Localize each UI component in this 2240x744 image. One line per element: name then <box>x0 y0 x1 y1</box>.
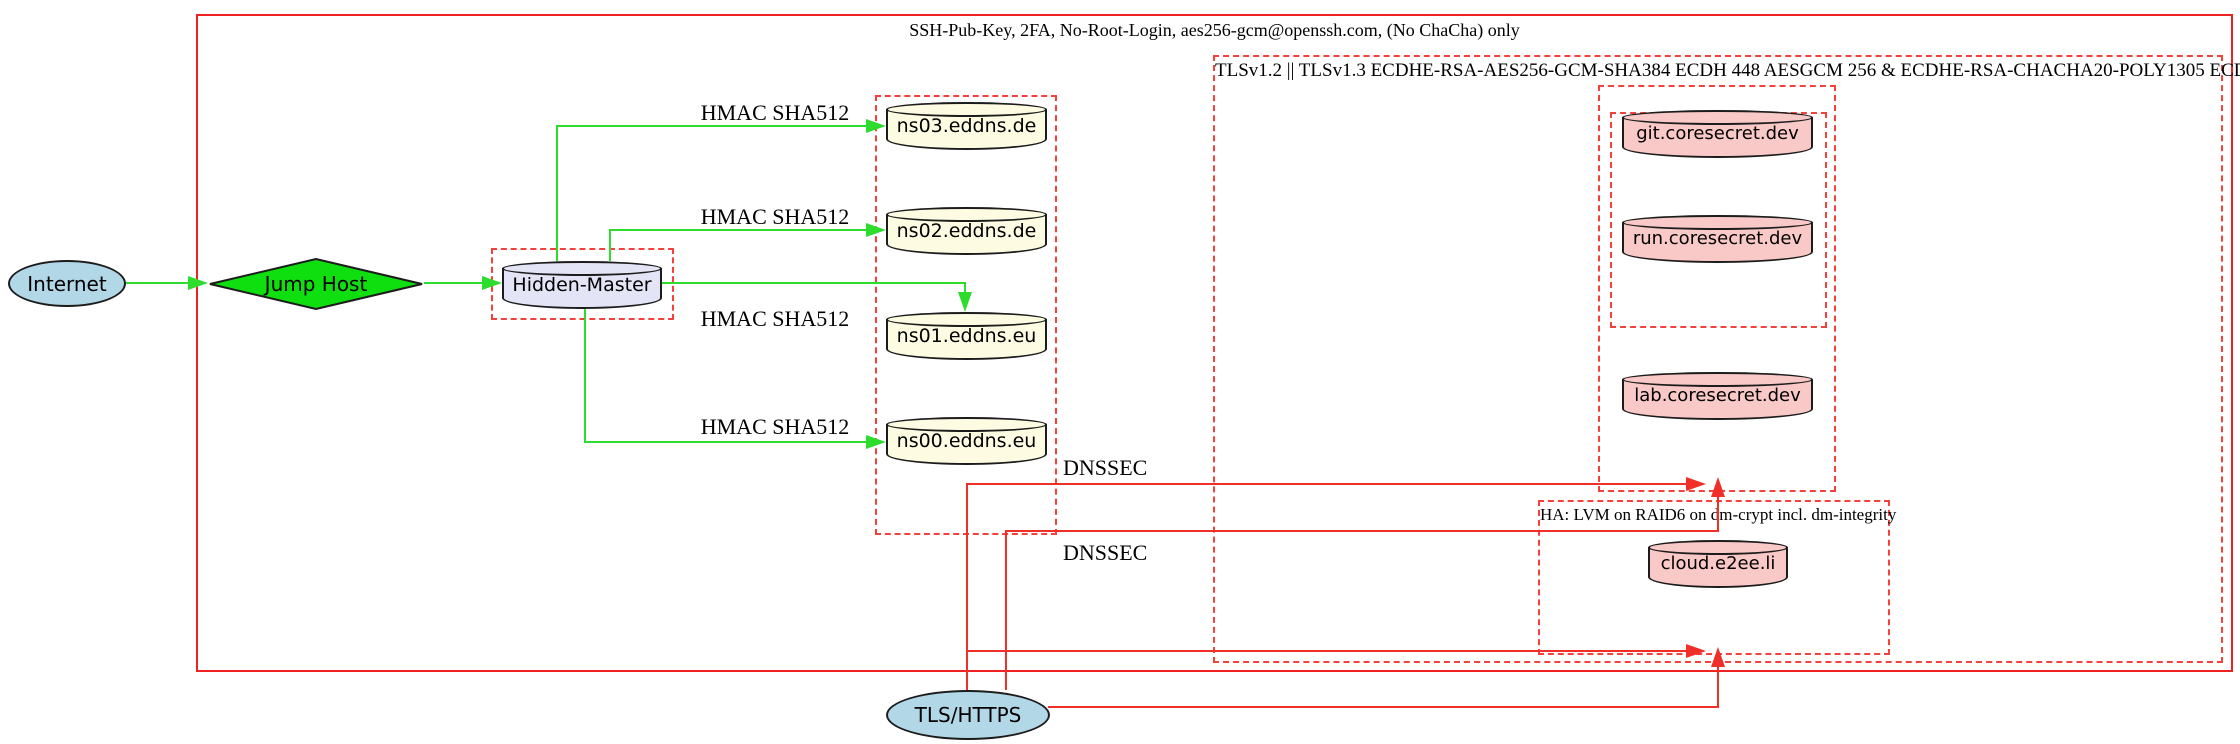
node-cloud-label: cloud.e2ee.li <box>1660 553 1776 574</box>
node-ns02: ns02.eddns.de <box>886 207 1047 255</box>
node-ns01-label: ns01.eddns.eu <box>896 325 1037 347</box>
diamond-shape <box>209 258 423 310</box>
edge-hm-ns00-v <box>584 308 586 441</box>
node-jump-host: Jump Host <box>208 258 424 310</box>
node-git: git.coresecret.dev <box>1622 110 1813 158</box>
edge-tls-web1-v <box>966 483 968 690</box>
arrowhead <box>1711 477 1725 497</box>
arrowhead <box>1686 644 1706 658</box>
hmac-label-ns00: HMAC SHA512 <box>700 414 850 439</box>
dnssec-label-2: DNSSEC <box>1063 540 1148 565</box>
edge-tls-web1-h <box>966 483 1686 485</box>
arrowhead <box>958 292 972 312</box>
edge-hm-ns01-h <box>662 282 966 284</box>
node-lab-label: lab.coresecret.dev <box>1634 385 1801 406</box>
edge-internet-jumphost <box>126 282 190 284</box>
node-hidden-master-label: Hidden-Master <box>512 274 652 296</box>
node-ns00: ns00.eddns.eu <box>886 417 1047 465</box>
tls-cluster-label: TLSv1.2 || TLSv1.3 ECDHE-RSA-AES256-GCM-… <box>1215 60 2240 81</box>
node-hidden-master: Hidden-Master <box>502 261 662 309</box>
ssh-cluster-label: SSH-Pub-Key, 2FA, No-Root-Login, aes256-… <box>909 20 1520 40</box>
arrowhead <box>1686 477 1706 491</box>
hmac-label-ns03: HMAC SHA512 <box>700 100 850 125</box>
edge-hm-ns00-h <box>584 441 866 443</box>
edge-tls-web2-v2 <box>1717 496 1719 532</box>
node-tls-https: TLS/HTTPS <box>886 690 1050 740</box>
arrowhead <box>188 276 208 290</box>
node-lab: lab.coresecret.dev <box>1622 372 1813 420</box>
ha-cluster-label: HA: LVM on RAID6 on dm-crypt incl. dm-in… <box>1540 505 1897 524</box>
arrowhead <box>866 435 886 449</box>
edge-tls-ha2-v <box>1717 666 1719 708</box>
edge-hm-ns02-h <box>609 229 866 231</box>
edge-hm-ns03-v <box>556 125 558 261</box>
node-internet: Internet <box>8 260 126 307</box>
node-jump-host-label: Jump Host <box>264 272 368 296</box>
node-internet-label: Internet <box>27 271 107 296</box>
arrowhead <box>482 276 502 290</box>
arrowhead <box>1711 647 1725 667</box>
edge-tls-web2-h <box>1005 530 1719 532</box>
node-ns02-label: ns02.eddns.de <box>896 220 1037 242</box>
arrowhead <box>866 223 886 237</box>
edge-tls-web2-v1 <box>1005 530 1007 690</box>
hmac-label-ns02: HMAC SHA512 <box>700 204 850 229</box>
edge-tls-ha1-h <box>966 650 1686 652</box>
arrowhead <box>866 119 886 133</box>
edge-hm-ns01-v <box>964 282 966 294</box>
node-git-label: git.coresecret.dev <box>1636 123 1799 144</box>
edge-jumphost-hiddenmaster <box>424 282 482 284</box>
edge-hm-ns03-h <box>556 125 866 127</box>
dnssec-label-1: DNSSEC <box>1063 455 1148 480</box>
node-ns00-label: ns00.eddns.eu <box>896 430 1037 452</box>
node-tls-https-label: TLS/HTTPS <box>914 703 1022 727</box>
node-ns01: ns01.eddns.eu <box>886 312 1047 360</box>
node-run-label: run.coresecret.dev <box>1632 228 1803 249</box>
node-cloud: cloud.e2ee.li <box>1648 540 1788 588</box>
node-ns03: ns03.eddns.de <box>886 102 1047 150</box>
edge-hm-ns02-v <box>609 229 611 261</box>
node-run: run.coresecret.dev <box>1622 215 1813 263</box>
node-ns03-label: ns03.eddns.de <box>896 115 1037 137</box>
ssh-cluster-box: SSH-Pub-Key, 2FA, No-Root-Login, aes256-… <box>196 14 2233 672</box>
hmac-label-ns01: HMAC SHA512 <box>700 306 850 331</box>
edge-tls-ha2-h <box>1048 706 1719 708</box>
